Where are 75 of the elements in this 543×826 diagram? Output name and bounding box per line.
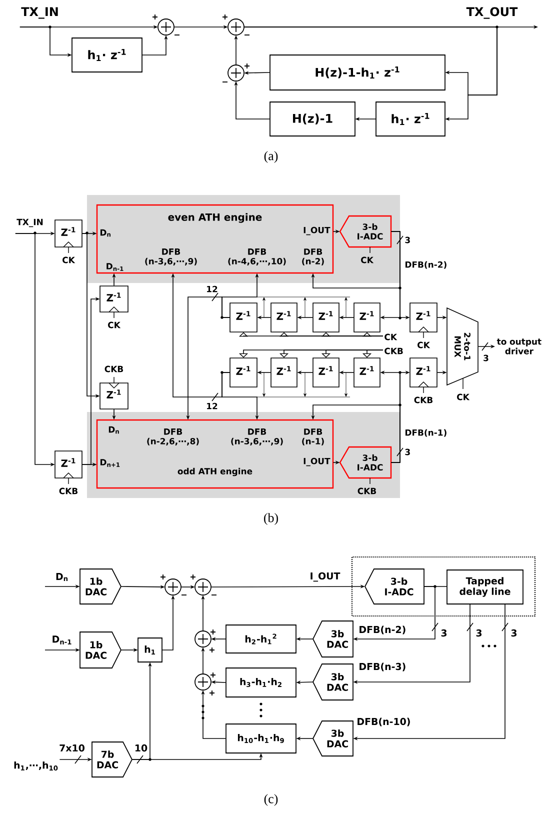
adc-block: 3-b I-ADC xyxy=(339,215,392,254)
signal-arrow xyxy=(362,332,384,337)
transfer-function-block: h$_{1}$· z$^{-1}$ xyxy=(72,38,142,72)
dac-block: 3b DAC xyxy=(312,620,354,658)
dac-block: 1b DAC xyxy=(80,632,122,668)
signal-label: DFB(n-3) xyxy=(360,662,406,672)
signal-label: DFB(n-1) xyxy=(405,429,446,437)
signal-label: DFB(n-2) xyxy=(360,626,406,634)
signal-label: DFB(n-2) xyxy=(405,261,446,269)
delay-block: Z$^{-1}$ xyxy=(312,302,340,332)
signal-label: D$_{n-1}$ xyxy=(52,636,72,644)
shaded-region xyxy=(87,195,400,283)
bus-width-label: 3 xyxy=(476,629,482,637)
clock-label: CK xyxy=(108,322,121,328)
gain-block: h$_{1}$ xyxy=(138,638,162,662)
delay-block: Z$^{-1}$ xyxy=(100,286,128,318)
signal-label: TX_OUT xyxy=(466,7,518,19)
panel-caption: (a) xyxy=(264,151,278,163)
signal-label: TX_IN xyxy=(21,7,58,19)
bus-width-label: 12 xyxy=(207,402,218,410)
clock-label: CK xyxy=(418,342,430,348)
dac-block: 7b DAC xyxy=(92,742,132,778)
delay-block: Z$^{-1}$ xyxy=(230,358,258,388)
bus-width-label: 3 xyxy=(405,236,410,244)
clock-label: CKB xyxy=(358,488,376,494)
clock-label: CKB xyxy=(414,396,433,404)
dac-block: 3b DAC xyxy=(312,664,354,700)
clock-label: CKB xyxy=(104,366,124,372)
signal-label: I_OUT xyxy=(310,572,340,582)
bus-width-label: 3 xyxy=(441,629,447,637)
clock-label: CK xyxy=(62,256,76,264)
coefficient-block: h$_{10}$-h$_{1}$·h$_{9}$ xyxy=(226,724,296,754)
delay-block: Z$^{-1}$ xyxy=(54,450,82,484)
delay-block: Z$^{-1}$ xyxy=(354,302,380,332)
engine-block: even ATH engine D$_{n}$ I_OUT DFB (n-3,6,⋯,9) DFB (n-4,6,⋯,10) DFB (n-2) D$_{n-1}$ xyxy=(96,204,334,274)
delay-block: Z$^{-1}$ xyxy=(100,376,128,410)
bus-width-label: 3 xyxy=(484,354,488,362)
delay-block: Z$^{-1}$ xyxy=(312,358,340,388)
signal-label: D$_{n}$ xyxy=(56,573,68,581)
signal-label: to output driver xyxy=(496,338,542,354)
delay-block: Z$^{-1}$ xyxy=(354,358,380,388)
dac-block: 1b DAC xyxy=(80,568,122,604)
clock-label: CK xyxy=(457,394,470,400)
bus-width-label: 7x10 xyxy=(60,744,84,752)
coefficient-block: h$_{3}$-h$_{1}$·h$_{2}$ xyxy=(226,668,296,698)
clock-label: CKB xyxy=(59,488,78,494)
delay-line-block: Tapped delay line xyxy=(446,570,524,604)
clock-label: CK xyxy=(384,334,398,340)
engine-block: D$_{n}$ DFB (n-2,6,⋯,8) DFB (n-3,6,⋯,9) DFB (n-1) D$_{n+1}$ I_OUT odd ATH engine xyxy=(96,419,334,489)
clock-label: CKB xyxy=(384,348,403,354)
bus-width-label: 3 xyxy=(511,629,517,637)
delay-block: Z$^{-1}$ xyxy=(54,220,82,254)
panel-caption: (b) xyxy=(264,513,278,525)
signal-arrow xyxy=(244,26,498,121)
delay-block: Z$^{-1}$ xyxy=(270,302,298,332)
bus-width-label: 3 xyxy=(405,448,410,456)
bus-width-label: 12 xyxy=(207,286,218,292)
transfer-function-block: h$_{1}$· z$^{-1}$ xyxy=(376,102,446,136)
panel-caption: (c) xyxy=(264,794,278,806)
transfer-function-block: H(z)-1-h$_{1}$· z$^{-1}$ xyxy=(270,54,446,90)
adc-block: 3-b I-ADC xyxy=(364,568,424,604)
delay-block: Z$^{-1}$ xyxy=(270,358,298,388)
delay-block: Z$^{-1}$ xyxy=(410,302,438,338)
signal-label: TX_IN xyxy=(16,218,43,228)
shaded-region xyxy=(87,412,400,498)
dac-block: 3b DAC xyxy=(312,720,354,756)
signal-label: h$_{1}$,⋯,h$_{10}$ xyxy=(14,761,58,771)
bus-width-label: 10 xyxy=(135,744,148,752)
delay-block: Z$^{-1}$ xyxy=(410,358,438,394)
dashed-boundary xyxy=(352,556,536,616)
signal-label: DFB(n-10) xyxy=(358,718,410,726)
clock-label: CK xyxy=(361,256,374,264)
adc-block: 3-b I-ADC xyxy=(339,446,392,484)
transfer-function-block: H(z)-1 xyxy=(270,102,356,136)
delay-block: Z$^{-1}$ xyxy=(230,302,258,332)
